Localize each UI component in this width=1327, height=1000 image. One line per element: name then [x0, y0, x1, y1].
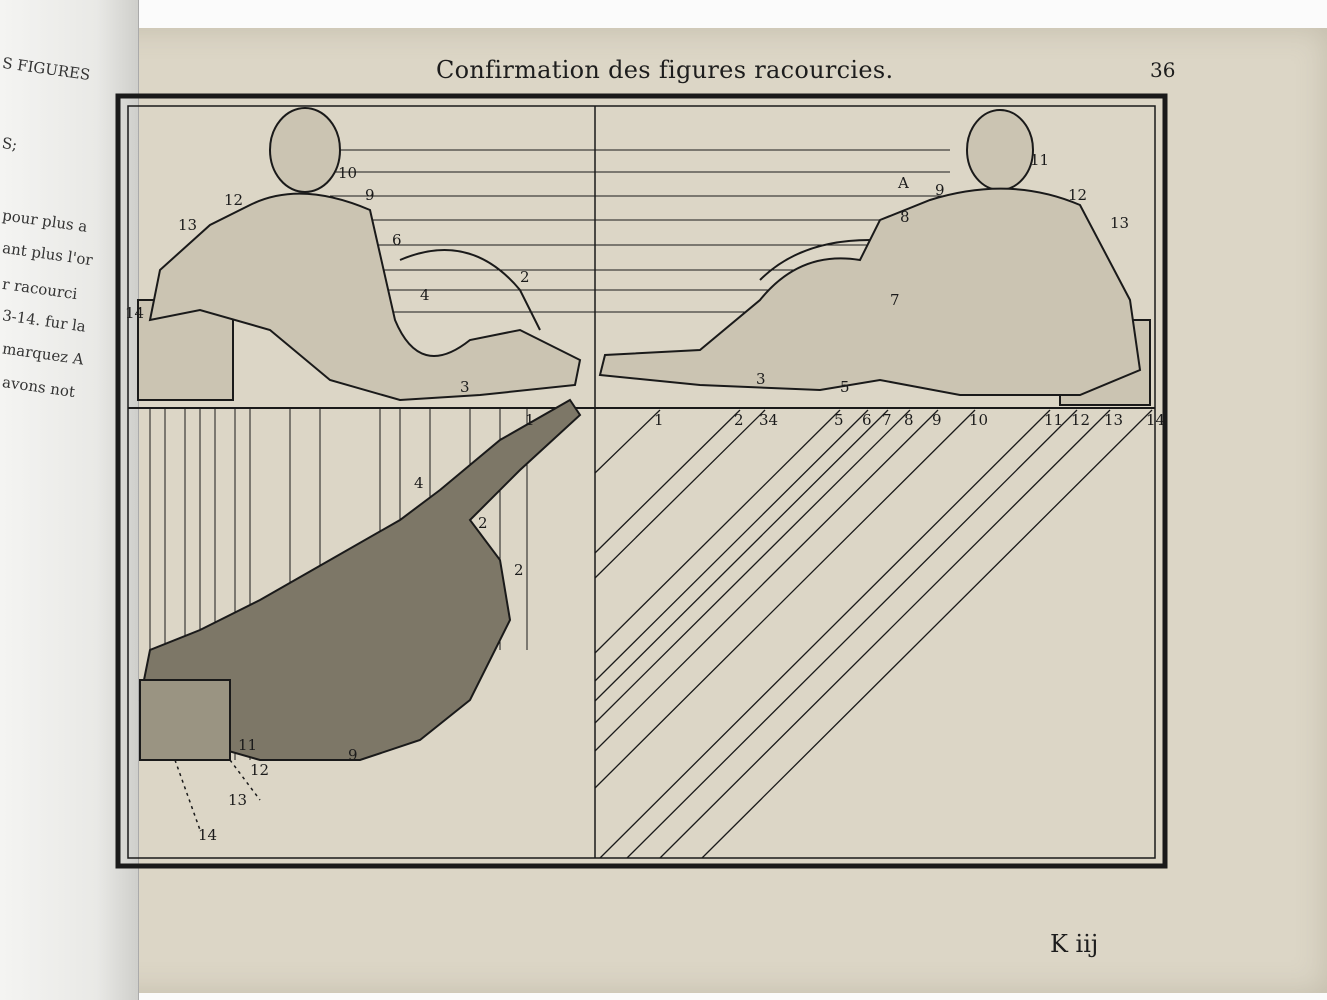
scale-label: 13	[1104, 411, 1123, 429]
seated-figure-left	[137, 107, 582, 402]
figure-number: 2	[478, 514, 488, 532]
diagonal-line	[626, 409, 1078, 859]
block-lower	[139, 679, 231, 761]
diagonal-line	[599, 409, 1051, 859]
figure-number: 5	[840, 378, 850, 396]
figure-number: 11	[238, 736, 257, 754]
figure-label-a: A	[897, 174, 909, 192]
diagonal-line	[594, 409, 889, 702]
dotted-guides	[174, 759, 261, 831]
figure-number: 13	[1110, 214, 1129, 232]
figure-number: 12	[250, 761, 269, 779]
diagonal-line	[701, 409, 1153, 859]
scale-label: 7	[882, 411, 892, 429]
scale-label: 6	[862, 411, 872, 429]
figure-number: 11	[1030, 151, 1049, 169]
diagonal-line	[594, 409, 939, 752]
scale-label: 5	[834, 411, 844, 429]
figure-number: 13	[178, 216, 197, 234]
figure-number: 3	[756, 370, 766, 388]
figure-number: 14	[198, 826, 217, 844]
figure-number: 12	[224, 191, 243, 209]
figure-number: 10	[338, 164, 357, 182]
figure-number: 6	[392, 231, 402, 249]
book-page	[55, 28, 1327, 993]
seated-figure-right	[598, 109, 1151, 406]
scale-label: 12	[1071, 411, 1090, 429]
scale-label: 2	[734, 411, 744, 429]
figure-number: 12	[1068, 186, 1087, 204]
page-number: 36	[1150, 58, 1176, 82]
scale-label: 14	[1146, 411, 1165, 429]
scale-label: 8	[904, 411, 914, 429]
signature-mark: K iij	[1050, 930, 1099, 958]
scale-label: 34	[759, 411, 778, 429]
figure-number: 4	[414, 474, 424, 492]
running-title: Confirmation des figures racourcies.	[436, 56, 894, 84]
figure-number: 9	[935, 181, 945, 199]
diagonal-line	[659, 409, 1111, 859]
outer-frame	[115, 93, 1168, 869]
diagonal-lines	[594, 409, 1153, 859]
diagonal-line	[594, 409, 741, 554]
figure-number: 9	[348, 746, 358, 764]
left-scale-label: 1	[525, 411, 535, 429]
figure-number: 14	[125, 304, 144, 322]
figure-number: 2	[520, 268, 530, 286]
figure-number: 13	[228, 791, 247, 809]
foreshortened-figure	[138, 398, 582, 761]
diagonal-line	[594, 409, 911, 724]
diagonal-line	[594, 409, 869, 682]
figure-number: 4	[420, 286, 430, 304]
figure-number: 9	[365, 186, 375, 204]
figure-number: 8	[900, 208, 910, 226]
scale-label: 1	[654, 411, 664, 429]
figure-number: 7	[890, 291, 900, 309]
diagonal-line	[594, 409, 661, 474]
scale-label: 9	[932, 411, 942, 429]
scale-label: 11	[1044, 411, 1063, 429]
inner-frame	[127, 105, 1156, 859]
scale-label: 10	[969, 411, 988, 429]
diagonal-line	[594, 409, 976, 789]
figure-number: 3	[460, 378, 470, 396]
diagonal-line	[594, 409, 841, 654]
figure-number: 2	[514, 561, 524, 579]
diagonal-line	[594, 409, 766, 579]
